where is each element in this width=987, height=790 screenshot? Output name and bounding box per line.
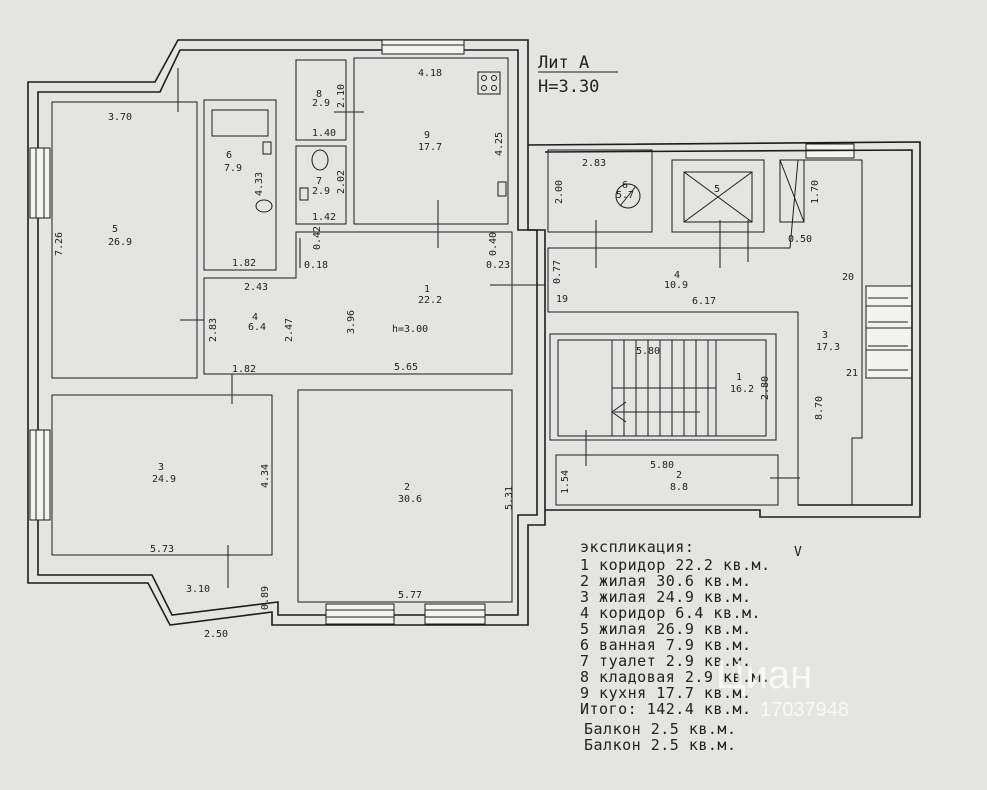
dim-2-80: 2.80 [760,376,771,400]
dim-7-26: 7.26 [54,232,65,256]
dim-2-83: 2.83 [208,318,219,342]
common-4-area: 10.9 [664,280,688,291]
dim-0-89: 0.89 [260,586,271,610]
common-1-number: 1 [736,372,742,383]
explication-item: 2 жилая 30.6 кв.м. [580,572,752,590]
dim-1-40: 1.40 [312,128,336,139]
dim-6-17: 6.17 [692,296,716,307]
common-5-number: 5 [714,184,720,195]
plan-height-title: Н=3.30 [538,77,599,97]
room-3-number: 3 [158,462,164,473]
prohibited-sign-icon [615,183,641,209]
explication-balcony-2: Балкон 2.5 кв.м. [584,736,737,754]
dim-2-02: 2.02 [336,170,347,194]
marker-21: 21 [846,368,858,379]
room-6-number: 6 [226,150,232,161]
dim-5-65: 5.65 [394,362,418,373]
explication-item: 3 жилая 24.9 кв.м. [580,588,752,606]
explication-item: 5 жилая 26.9 кв.м. [580,620,752,638]
room-3-area: 24.9 [152,474,176,485]
watermark-brand: Циан [716,653,812,697]
dim-0-77: 0.77 [552,260,563,284]
dim-2-47: 2.47 [284,318,295,342]
explication-item: 1 коридор 22.2 кв.м. [580,556,771,574]
common-2-area: 8.8 [670,482,688,493]
dim-1-42: 1.42 [312,212,336,223]
common-6-area: 5.7 [616,190,634,201]
room-7-area: 2.9 [312,186,330,197]
room-5-number: 5 [112,224,118,235]
common-area-walls [527,141,921,518]
explication-item: 7 туалет 2.9 кв.м. [580,652,752,670]
dim-0-42: 0.42 [312,226,323,250]
dim-4-33: 4.33 [254,172,265,196]
dim-5-31: 5.31 [504,486,515,510]
apartment-walls [27,39,546,626]
room-5-area: 26.9 [108,237,132,248]
dim-0-50: 0.50 [788,234,812,245]
explication-legend: экспликация: V 1 коридор 22.2 кв.м. 2 жи… [580,538,802,754]
explication-balcony-1: Балкон 2.5 кв.м. [584,720,737,738]
common-3-number: 3 [822,330,828,341]
room-8-area: 2.9 [312,98,330,109]
room-6-area: 7.9 [224,163,242,174]
dim-5-80-b: 5.80 [650,460,674,471]
common-2-number: 2 [676,470,682,481]
dim-3-96: 3.96 [346,310,357,334]
dim-3-70: 3.70 [108,112,132,123]
dim-1-82-b: 1.82 [232,364,256,375]
explication-item: 8 кладовая 2.9 кв.м. [580,668,771,686]
explication-heading: экспликация: [580,538,694,556]
plan-letter-title: Лит А [538,53,589,73]
common-3-area: 17.3 [816,342,840,353]
explication-item: 6 ванная 7.9 кв.м. [580,636,752,654]
dimension-labels: 3.70 7.26 4.33 4.18 4.25 2.10 1.40 2.02 … [54,68,858,640]
watermark-id: 17037948 [760,699,849,721]
dim-3-10: 3.10 [186,584,210,595]
dim-1-54: 1.54 [560,470,571,494]
dim-2-83-b: 2.83 [582,158,606,169]
marker-19: 19 [556,294,568,305]
explication-item: 9 кухня 17.7 кв.м. [580,684,752,702]
dim-4-25: 4.25 [494,132,505,156]
dim-5-80-a: 5.80 [636,346,660,357]
dim-2-43: 2.43 [244,282,268,293]
room-9-area: 17.7 [418,142,442,153]
room-labels: 5 26.9 6 7.9 8 2.9 7 2.9 9 17.7 1 22.2 h… [108,89,442,505]
explication-total: Итого: 142.4 кв.м. [580,700,752,718]
dim-5-77: 5.77 [398,590,422,601]
common-room-labels: 6 5.7 5 4 10.9 3 17.3 1 16.2 2 8.8 [616,180,840,493]
dim-4-18: 4.18 [418,68,442,79]
dim-2-10: 2.10 [336,84,347,108]
dim-0-23: 0.23 [486,260,510,271]
common-4-number: 4 [674,270,680,281]
dim-2-00: 2.00 [554,180,565,204]
room-1-area: 22.2 [418,295,442,306]
dim-5-73: 5.73 [150,544,174,555]
room-9-number: 9 [424,130,430,141]
dim-0-18: 0.18 [304,260,328,271]
marker-20: 20 [842,272,854,283]
room-2-area: 30.6 [398,494,422,505]
dim-8-70: 8.70 [814,396,825,420]
room-4-area: 6.4 [248,322,266,333]
explication-item: 4 коридор 6.4 кв.м. [580,604,761,622]
dim-1-70: 1.70 [810,180,821,204]
room-7-number: 7 [316,176,322,187]
dim-1-82-a: 1.82 [232,258,256,269]
check-mark: V [794,545,802,560]
room-8-number: 8 [316,89,322,100]
dim-4-34: 4.34 [260,464,271,488]
common-6-number: 6 [622,180,628,191]
room-1-number: 1 [424,284,430,295]
dim-2-50: 2.50 [204,629,228,640]
room-4-number: 4 [252,312,258,323]
common-1-area: 16.2 [730,384,754,395]
windows [29,39,913,625]
watermark: Циан 17037948 [716,653,849,721]
room-1-height: h=3.00 [392,324,428,335]
room-2-number: 2 [404,482,410,493]
dim-0-40: 0.40 [488,232,499,256]
